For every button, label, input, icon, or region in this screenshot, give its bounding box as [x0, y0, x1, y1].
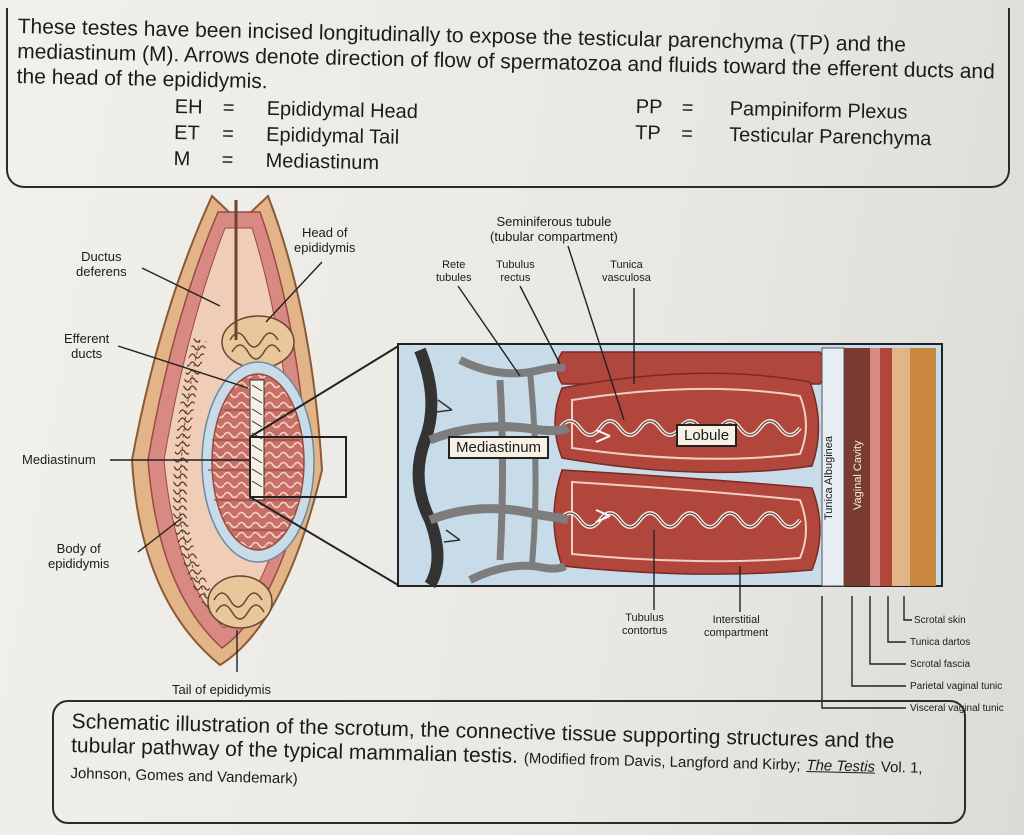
label-tunica-dartos: Tunica dartos	[910, 637, 971, 648]
head-of-epididymis-shape	[221, 315, 295, 369]
label-scrotal-skin: Scrotal skin	[914, 615, 966, 626]
enlarged-tubule-view	[397, 343, 943, 589]
mediastinum-box-label: Mediastinum	[448, 436, 550, 459]
zoom-rectangle	[249, 436, 347, 498]
label-tail-of-epididymis: Tail of epididymis	[172, 682, 271, 697]
epididymis-coil	[172, 200, 295, 629]
label-mediastinum: Mediastinum	[22, 452, 96, 467]
intro-frame	[6, 8, 1010, 188]
caption-modified-prefix: (Modified from Davis, Langford and Kirby…	[523, 750, 801, 774]
label-parietal-vaginal-tunic: Parietal vaginal tunic	[910, 681, 1003, 692]
tunica-albuginea-label: Tunica Albuginea	[823, 435, 835, 520]
leader-lines	[110, 245, 912, 709]
caption-frame	[52, 700, 966, 824]
vaginal-cavity-label: Vaginal Cavity	[852, 440, 864, 510]
tail-of-epididymis-shape	[207, 575, 273, 629]
testis-parenchyma	[201, 361, 315, 563]
caption-book-title: The Testis	[806, 756, 876, 776]
label-scrotal-fascia: Scrotal fascia	[910, 659, 971, 670]
lobule-box-label: Lobule	[676, 424, 738, 447]
label-seminiferous-tubule: Seminiferous tubule(tubular compartment)	[490, 214, 618, 244]
mediastinum-shape	[249, 379, 265, 501]
